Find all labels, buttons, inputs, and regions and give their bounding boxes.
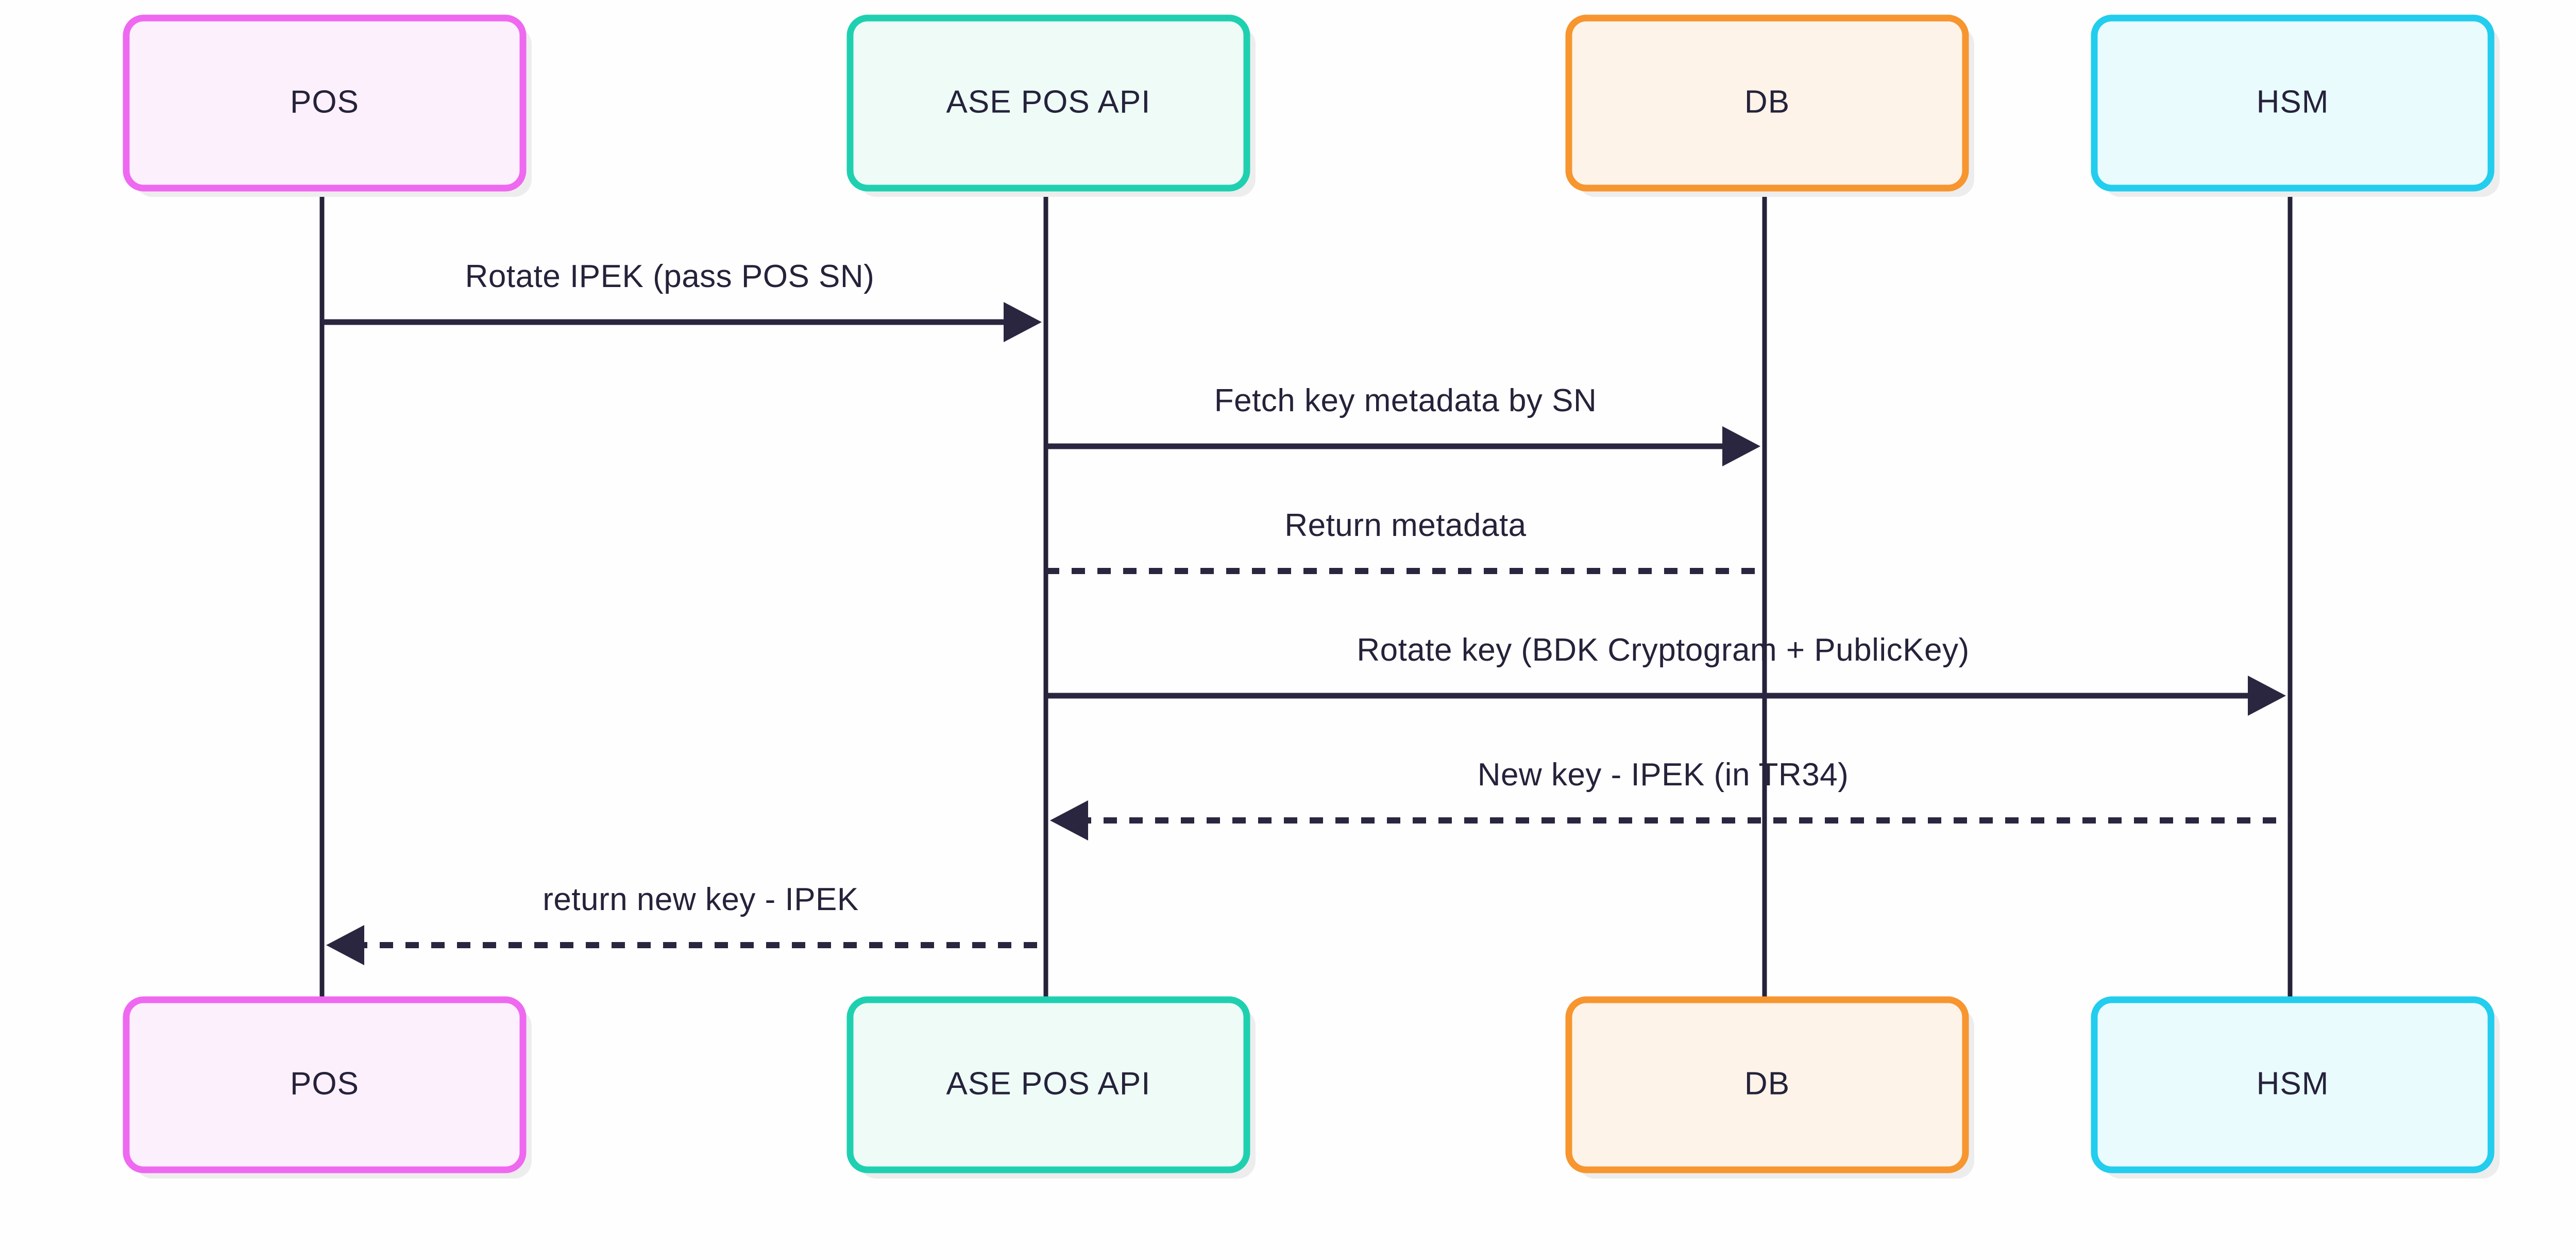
arrow-head-left-icon <box>1050 800 1088 841</box>
actor-label-db-top: DB <box>1744 84 1790 120</box>
actor-box-db-bottom[interactable]: DB <box>1565 996 1974 1179</box>
arrow-head-right-icon <box>1722 426 1760 466</box>
actor-label-hsm-top: HSM <box>2257 84 2329 120</box>
message-label-5: New key - IPEK (in TR34) <box>1478 757 1849 793</box>
message-label-2: Fetch key metadata by SN <box>1214 383 1597 418</box>
actor-box-api-top[interactable]: ASE POS API <box>846 14 1256 197</box>
message-label-4: Rotate key (BDK Cryptogram + PublicKey) <box>1357 632 1969 668</box>
actor-label-db-bottom: DB <box>1744 1066 1790 1101</box>
actor-label-api-bottom: ASE POS API <box>946 1066 1151 1101</box>
actor-box-api-bottom[interactable]: ASE POS API <box>846 996 1256 1179</box>
actor-box-rect <box>846 14 1250 192</box>
message-2-fetch-key-metadata[interactable]: Fetch key metadata by SN <box>1046 383 1760 466</box>
actor-box-rect <box>123 14 527 192</box>
actor-box-pos-top[interactable]: POS <box>123 14 532 197</box>
arrow-head-right-icon <box>1004 302 1042 342</box>
actor-box-pos-bottom[interactable]: POS <box>123 996 532 1179</box>
actor-box-rect <box>2091 996 2495 1173</box>
message-5-new-key-ipek[interactable]: New key - IPEK (in TR34) <box>1050 757 2290 841</box>
actor-boxes-top: POS ASE POS API DB HSM <box>123 14 2500 197</box>
actor-box-rect <box>846 996 1250 1173</box>
message-4-rotate-key[interactable]: Rotate key (BDK Cryptogram + PublicKey) <box>1046 632 2286 716</box>
arrow-head-right-icon <box>2248 676 2286 716</box>
message-label-1: Rotate IPEK (pass POS SN) <box>465 259 875 294</box>
arrow-head-left-icon <box>326 925 364 965</box>
actor-box-rect <box>123 996 527 1173</box>
message-label-6: return new key - IPEK <box>543 882 859 917</box>
actor-boxes-bottom: POS ASE POS API DB HSM <box>123 996 2500 1179</box>
actor-label-hsm-bottom: HSM <box>2257 1066 2329 1101</box>
actor-label-pos-top: POS <box>290 84 359 120</box>
message-6-return-new-key[interactable]: return new key - IPEK <box>326 882 1046 965</box>
message-3-return-metadata[interactable]: Return metadata <box>1046 508 1765 574</box>
actor-box-db-top[interactable]: DB <box>1565 14 1974 197</box>
message-1-rotate-ipek[interactable]: Rotate IPEK (pass POS SN) <box>322 259 1042 342</box>
actor-box-hsm-bottom[interactable]: HSM <box>2091 996 2500 1179</box>
actor-box-rect <box>2091 14 2495 192</box>
actor-label-pos-bottom: POS <box>290 1066 359 1101</box>
actor-box-rect <box>1565 14 1969 192</box>
actor-label-api-top: ASE POS API <box>946 84 1151 120</box>
lifelines-group <box>319 186 2293 1000</box>
message-label-3: Return metadata <box>1284 508 1526 543</box>
actor-box-hsm-top[interactable]: HSM <box>2091 14 2500 197</box>
actor-box-rect <box>1565 996 1969 1173</box>
